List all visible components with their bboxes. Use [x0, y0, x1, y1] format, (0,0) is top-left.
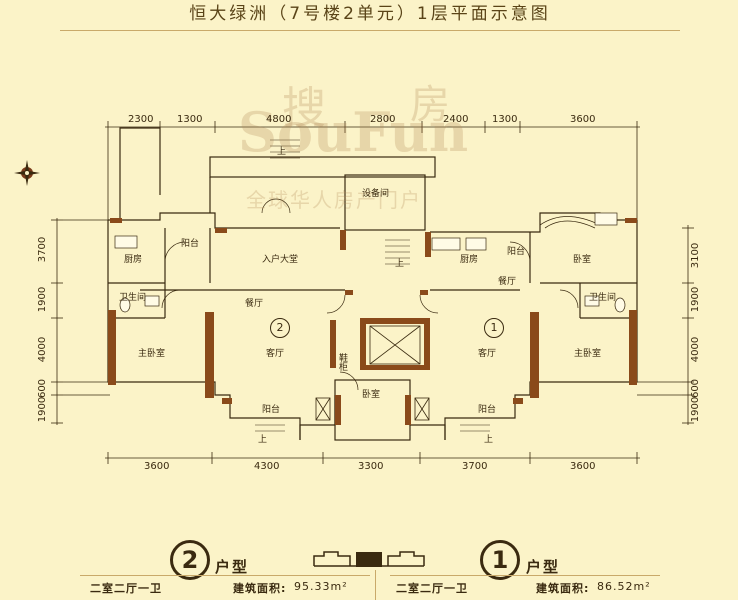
legend-divider	[375, 570, 376, 600]
stair-up-label: 上	[277, 147, 287, 157]
dimension-label: 1300	[177, 114, 203, 125]
dimension-label: 1900	[37, 396, 49, 423]
area-label: 建筑面积:	[536, 582, 590, 595]
room-label: 入户大堂	[262, 255, 299, 265]
title-bar: 恒大绿洲（7号楼2单元）1层平面示意图	[60, 0, 680, 31]
building-key-plan	[313, 551, 425, 567]
watermark-logo: 房	[410, 82, 450, 128]
room-label: 卧室	[362, 390, 381, 400]
stairs	[255, 139, 490, 432]
stair-up-label: 上	[258, 435, 268, 445]
room-label: 卧室	[573, 255, 592, 265]
room-label: 客厅	[478, 349, 497, 359]
room-label: 厨房	[124, 255, 143, 265]
dimension-label: 2400	[443, 114, 469, 125]
watermark-logo: 搜	[282, 83, 326, 134]
unit-type-label: 户型	[215, 558, 250, 576]
room-label: 阳台	[181, 239, 200, 249]
dimension-label: 600	[690, 378, 702, 399]
room-label: 阳台	[262, 405, 281, 415]
unit-type-number: 2	[170, 540, 210, 580]
dimension-label: 1300	[492, 114, 518, 125]
dimension-label: 3600	[570, 461, 596, 472]
room-label: 卫生间	[589, 293, 617, 303]
room-label: 阳台	[478, 405, 497, 415]
unit-marker: 2	[270, 318, 290, 338]
dimension-label: 3700	[37, 236, 49, 263]
legend-divider	[80, 575, 370, 576]
room-label: 主卧室	[138, 349, 166, 359]
dimension-label: 1900	[690, 396, 702, 423]
area-value: 95.33m²	[294, 580, 348, 593]
dimension-label: 4300	[254, 461, 280, 472]
dimension-label: 2300	[128, 114, 154, 125]
room-label: 餐厅	[245, 299, 264, 309]
unit-marker: 1	[484, 318, 504, 338]
room-label: 餐厅	[498, 277, 517, 287]
dimension-label: 4000	[690, 336, 702, 363]
dimension-label: 3700	[462, 461, 488, 472]
fixtures	[114, 212, 626, 313]
dimension-label: 1900	[37, 286, 49, 313]
dimension-label: 600	[37, 378, 49, 399]
unit-type-label: 户型	[526, 558, 561, 576]
door-swings	[161, 198, 579, 391]
page-title: 恒大绿洲（7号楼2单元）1层平面示意图	[189, 4, 551, 24]
area-value: 86.52m²	[597, 580, 651, 593]
compass-icon	[14, 160, 40, 186]
thick-walls	[108, 218, 637, 425]
stair-up-label: 上	[484, 435, 494, 445]
dimension-label: 3600	[144, 461, 170, 472]
unit-layout-desc: 二室二厅一卫	[396, 582, 468, 595]
dimension-label: 4000	[37, 336, 49, 363]
legend-divider	[390, 575, 660, 576]
stair-up-label: 上	[395, 259, 405, 269]
room-label: 阳台	[507, 247, 526, 257]
watermark-slogan: 全球华人房产门户	[246, 188, 422, 212]
dimension-label: 3300	[358, 461, 384, 472]
room-label: 客厅	[266, 349, 285, 359]
dimension-label: 2800	[370, 114, 396, 125]
room-label: 鞋柜	[337, 353, 347, 371]
room-label: 设备间	[362, 189, 390, 199]
room-label: 卫生间	[119, 293, 147, 303]
dimension-label: 4800	[266, 114, 292, 125]
unit-layout-desc: 二室二厅一卫	[90, 582, 162, 595]
bay-windows	[539, 216, 601, 229]
room-label: 厨房	[460, 255, 479, 265]
area-label: 建筑面积:	[233, 582, 287, 595]
dimension-label: 3600	[570, 114, 596, 125]
elevator-core	[315, 325, 430, 421]
unit-type-number: 1	[480, 540, 520, 580]
room-label: 主卧室	[574, 349, 602, 359]
watermark-brand: SouFun	[238, 100, 469, 164]
dimension-label: 3100	[690, 242, 702, 269]
dimension-label: 1900	[690, 286, 702, 313]
